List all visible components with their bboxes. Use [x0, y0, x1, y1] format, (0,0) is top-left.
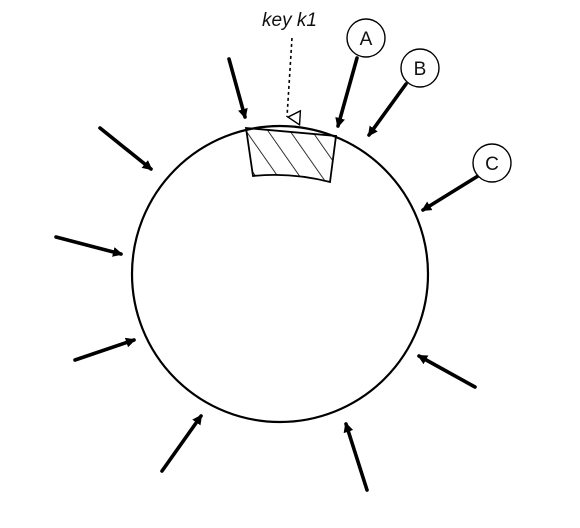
key-pointer-arrow: [286, 37, 292, 117]
node-arrow: [160, 414, 203, 473]
node-label-letter: B: [414, 59, 427, 80]
node-arrow-b: [367, 82, 408, 137]
node-arrow-a: [335, 56, 359, 128]
node-label-letter: A: [360, 29, 373, 50]
node-label-b: B: [400, 48, 440, 88]
node-label-a: A: [346, 18, 386, 58]
key-label: key k1: [262, 10, 317, 31]
node-arrows: [54, 56, 480, 492]
node-label-circle: [400, 48, 440, 88]
node-arrow: [227, 57, 248, 119]
node-arrow: [343, 422, 369, 492]
node-label-circle: [472, 143, 512, 183]
node-label-c: C: [472, 143, 512, 183]
node-arrow: [98, 126, 153, 171]
node-label-circle: [346, 18, 386, 58]
node-arrow: [73, 337, 136, 362]
node-arrow: [417, 354, 477, 389]
node-arrow-c: [421, 174, 480, 212]
node-label-letter: C: [485, 154, 499, 175]
node-arrow: [54, 235, 123, 257]
key-range-segment: [244, 127, 338, 184]
hash-ring: [130, 124, 430, 424]
